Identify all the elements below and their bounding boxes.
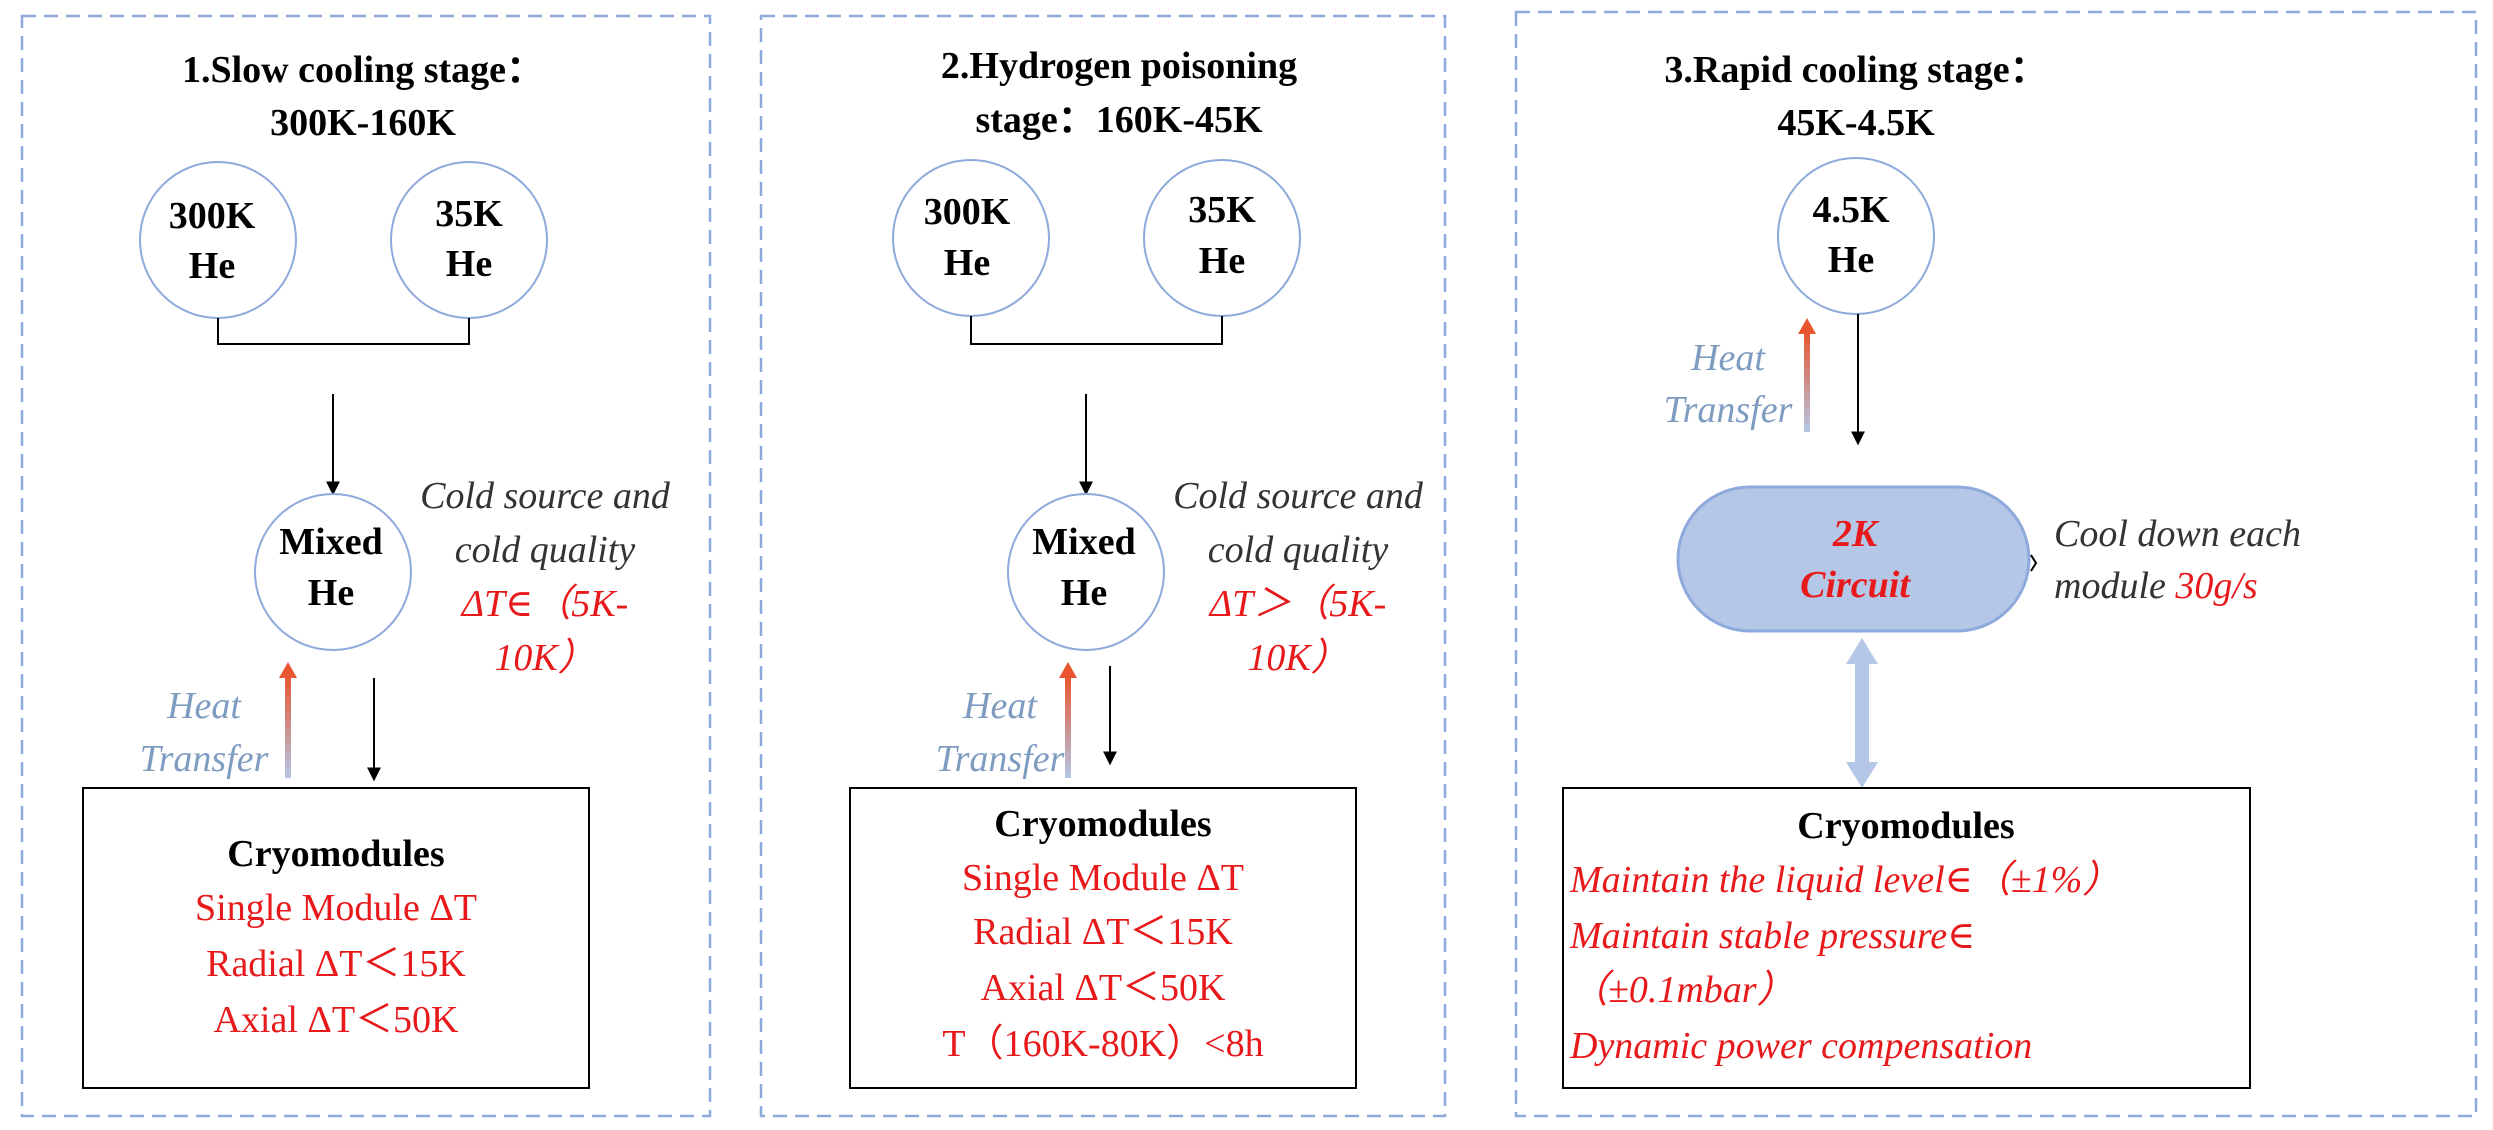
join-connector (217, 318, 470, 345)
heat-label-line-1: Heat (962, 685, 1038, 727)
box-line-2: Maintain stable pressure∈ (1569, 915, 1975, 957)
box-title: Cryomodules (994, 803, 1211, 845)
panel-title-line-2: 300K-160K (270, 102, 456, 144)
heat-label-line-1: Heat (1690, 337, 1766, 379)
circuit-label-line-1: 2K (1832, 513, 1880, 555)
box-line-3: Axial ΔT＜50K (980, 967, 1226, 1009)
note-delta-line-1: ΔT＞（5K- (1208, 583, 1386, 625)
node-label-line-1: Mixed (279, 521, 382, 563)
box-line-1: Single Module ΔT (195, 887, 477, 929)
node-mixed-he: Mixed He (1007, 493, 1165, 651)
node-label-line-2: He (308, 572, 354, 614)
cryomodules-box: Cryomodules Maintain the liquid level∈（±… (1562, 787, 2251, 1089)
node-label-line-1: 35K (1188, 189, 1256, 231)
circuit-2k: 2K Circuit (1676, 485, 2031, 633)
box-line-3: （±0.1mbar） (1570, 969, 1795, 1011)
circuit-label-line-2: Circuit (1800, 564, 1911, 606)
node-label-line-2: He (1061, 572, 1107, 614)
heat-arrow-head (279, 662, 297, 678)
heat-label-line-2: Transfer (140, 738, 269, 780)
panel-title-line-2: 45K-4.5K (1777, 102, 1935, 144)
bidirectional-link (1846, 638, 1878, 788)
note-delta-line-2: 10K） (1247, 637, 1348, 679)
box-line-4: T（160K-80K）<8h (942, 1023, 1263, 1065)
node-label-line-1: 35K (435, 193, 503, 235)
note-line-2: cold quality (455, 529, 636, 571)
box-title: Cryomodules (1797, 805, 2014, 847)
cold-source-note: Cold source and cold quality ΔT∈（5K- 10K… (420, 475, 671, 679)
cryomodules-box: Cryomodules Single Module ΔT Radial ΔT＜1… (849, 787, 1357, 1089)
node-label-line-2: He (1199, 240, 1245, 282)
node-300k-he: 300K He (892, 159, 1050, 317)
panel-title-line-2: stage：160K-45K (975, 99, 1263, 141)
node-label-line-1: 4.5K (1812, 189, 1890, 231)
note-line-1: Cold source and (1173, 475, 1424, 517)
heat-transfer-indicator: Heat Transfer (140, 662, 297, 780)
panel-rapid-cooling: 3.Rapid cooling stage： 45K-4.5K 4.5K He … (1514, 10, 2478, 1118)
node-label-line-2: He (1828, 239, 1874, 281)
node-300k-he: 300K He (139, 161, 297, 319)
heat-arrow-bar (1804, 332, 1810, 432)
box-title: Cryomodules (227, 833, 444, 875)
panel-border (1514, 10, 2478, 1118)
panel-title-line-1: 2.Hydrogen poisoning (941, 45, 1297, 87)
panel-border (759, 14, 1447, 1118)
heat-arrow-head (1059, 662, 1077, 678)
cool-down-note: Cool down each module 30g/s (2054, 513, 2301, 607)
node-label-line-2: He (189, 245, 235, 287)
heat-arrow-bar (285, 676, 291, 778)
flow-rate-value: 30g/s (2174, 565, 2257, 607)
heat-label-line-2: Transfer (1664, 389, 1793, 431)
note-line-1: Cold source and (420, 475, 671, 517)
box-line-1: Maintain the liquid level∈（±1%） (1569, 859, 2120, 901)
node-35k-he: 35K He (390, 161, 548, 319)
panel-title-line-1: 1.Slow cooling stage： (182, 49, 544, 91)
circuit-tick (2030, 554, 2038, 572)
box-line-2: Radial ΔT＜15K (973, 911, 1233, 953)
box-line-1: Single Module ΔT (962, 857, 1244, 899)
box-line-4: Dynamic power compensation (1569, 1025, 2032, 1067)
node-label-line-2: He (446, 243, 492, 285)
note-line-2: module 30g/s (2054, 565, 2258, 607)
node-35k-he: 35K He (1143, 159, 1301, 317)
note-line-2: cold quality (1208, 529, 1389, 571)
heat-transfer-indicator: Heat Transfer (936, 662, 1077, 780)
node-label-line-1: Mixed (1032, 521, 1135, 563)
note-delta-line-2: 10K） (494, 637, 595, 679)
box-line-2: Radial ΔT＜15K (206, 943, 466, 985)
panel-hydrogen-poisoning: 2.Hydrogen poisoning stage：160K-45K 300K… (759, 14, 1447, 1118)
node-label-line-1: 300K (924, 191, 1011, 233)
heat-arrow-head (1798, 318, 1816, 334)
panel-border (20, 14, 712, 1118)
join-connector (970, 316, 1223, 345)
panel-title-line-1: 3.Rapid cooling stage： (1664, 49, 2047, 91)
note-delta-line-1: ΔT∈（5K- (460, 583, 629, 625)
cryomodules-box: Cryomodules Single Module ΔT Radial ΔT＜1… (82, 787, 590, 1089)
heat-transfer-indicator: Heat Transfer (1664, 318, 1816, 432)
cold-source-note: Cold source and cold quality ΔT＞（5K- 10K… (1173, 475, 1424, 679)
node-label-line-2: He (944, 242, 990, 284)
heat-label-line-1: Heat (166, 685, 242, 727)
note-line-1: Cool down each (2054, 513, 2301, 555)
heat-arrow-bar (1065, 676, 1071, 778)
node-4-5k-he: 4.5K He (1777, 157, 1935, 315)
note-line-2-text: module (2054, 565, 2175, 607)
heat-label-line-2: Transfer (936, 738, 1065, 780)
box-line-3: Axial ΔT＜50K (213, 999, 459, 1041)
node-label-line-1: 300K (169, 195, 256, 237)
node-mixed-he: Mixed He (254, 493, 412, 651)
panel-slow-cooling: 1.Slow cooling stage： 300K-160K 300K He … (20, 14, 712, 1118)
